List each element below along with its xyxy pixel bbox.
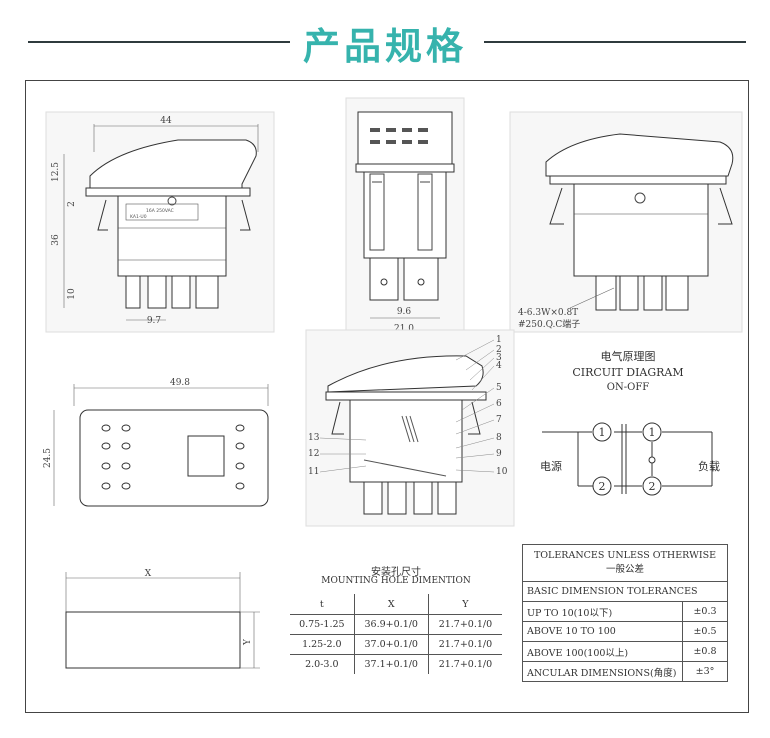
right-terminal-note-1: 4-6.3W×0.8T — [518, 308, 578, 318]
circuit-terminal-r2: 2 — [649, 480, 656, 493]
circuit-subtitle: ON-OFF — [607, 382, 649, 393]
table-header-row: t X Y — [290, 594, 502, 615]
side-dim-cut: 21.0 — [394, 324, 414, 334]
cutout-label-y: Y — [243, 638, 253, 646]
table-cell: 21.7+0.1/0 — [427, 614, 502, 635]
header-rule-right — [484, 41, 746, 43]
front-dim-h4: 10 — [67, 288, 77, 300]
section-callout-13: 13 — [308, 433, 320, 443]
page-title: 产品规格 — [303, 25, 467, 68]
right-terminal-note-2: #250.Q.C端子 — [518, 318, 580, 330]
table-cell: 37.1+0.1/0 — [353, 654, 429, 674]
table-cell: 21.7+0.1/0 — [427, 634, 502, 655]
section-callout-12: 12 — [308, 449, 319, 459]
mounting-hole-table: t X Y 0.75-1.25 36.9+0.1/0 21.7+0.1/0 1.… — [290, 594, 502, 674]
front-view-drawing: 44 16A 250VAC KA1-U0 12.5 2 36 10 9.7 — [45, 111, 275, 333]
circuit-label-source: 电源 — [540, 459, 562, 473]
table-cell: 0.75-1.25 — [290, 614, 355, 635]
top-dim-height: 24.5 — [43, 448, 53, 468]
table-cell: ANCULAR DIMENSIONS(角度) — [522, 661, 683, 682]
front-dim-bottom: 9.7 — [147, 316, 162, 326]
table-cell: 36.9+0.1/0 — [353, 614, 429, 635]
section-callout-4: 4 — [496, 361, 502, 371]
front-dim-h1: 12.5 — [51, 162, 61, 182]
mounting-col-y: Y — [427, 594, 502, 615]
tolerances-title-en: TOLERANCES UNLESS OTHERWISE — [533, 550, 717, 561]
section-callout-5: 5 — [496, 383, 502, 393]
table-row: ABOVE 10 TO 100 ±0.5 — [522, 621, 728, 642]
section-callout-3: 3 — [496, 353, 502, 363]
front-dim-h2: 2 — [67, 201, 77, 207]
tolerances-section: BASIC DIMENSION TOLERANCES — [522, 581, 728, 602]
side-view-drawing: 9.6 21.0 — [345, 97, 465, 334]
header-rule-left — [28, 41, 290, 43]
section-view-drawing: 1 2 3 4 5 6 7 8 9 10 13 12 11 — [305, 329, 515, 527]
section-callout-6: 6 — [496, 399, 502, 409]
cutout-drawing: X Y — [65, 569, 260, 669]
table-row: 0.75-1.25 36.9+0.1/0 21.7+0.1/0 — [290, 614, 502, 635]
front-dim-h3: 36 — [51, 234, 61, 246]
circuit-title-cn: 电气原理图 — [601, 349, 656, 363]
table-cell: 2.0-3.0 — [290, 654, 355, 674]
tolerances-title-cn: 一般公差 — [605, 564, 644, 575]
section-callout-8: 8 — [496, 433, 502, 443]
mounting-col-x: X — [353, 594, 429, 615]
right-view-drawing: 4-6.3W×0.8T #250.Q.C端子 — [509, 111, 743, 333]
table-row: 1.25-2.0 37.0+0.1/0 21.7+0.1/0 — [290, 634, 502, 655]
top-view-drawing: 49.8 24.5 — [43, 378, 269, 507]
cutout-label-x: X — [145, 569, 152, 579]
tolerances-table: TOLERANCES UNLESS OTHERWISE 一般公差 BASIC D… — [522, 544, 728, 682]
circuit-diagram: 电气原理图 CIRCUIT DIAGRAM ON-OFF 1 1 2 2 电源 … — [540, 349, 720, 496]
table-cell: 21.7+0.1/0 — [427, 654, 502, 674]
circuit-title-en: CIRCUIT DIAGRAM — [572, 366, 683, 379]
top-dim-width: 49.8 — [170, 378, 190, 388]
section-callout-9: 9 — [496, 449, 502, 459]
table-cell: ±0.3 — [682, 601, 728, 622]
table-cell: 37.0+0.1/0 — [353, 634, 429, 655]
section-callout-1: 1 — [496, 335, 502, 345]
table-row: UP TO 10(10以下) ±0.3 — [522, 601, 728, 622]
front-model: KA1-U0 — [130, 214, 147, 220]
section-callout-7: 7 — [496, 415, 502, 425]
mounting-title-cn: 安装孔尺寸 — [371, 567, 421, 578]
table-row: TOLERANCES UNLESS OTHERWISE 一般公差 — [522, 544, 728, 582]
table-cell: ±0.8 — [682, 641, 728, 662]
front-dim-width: 44 — [160, 116, 172, 126]
table-cell: ABOVE 10 TO 100 — [522, 621, 683, 642]
table-cell: ABOVE 100(100以上) — [522, 641, 683, 662]
mounting-title-en: MOUNTING HOLE DIMENTION — [321, 576, 471, 586]
table-cell: ±0.5 — [682, 621, 728, 642]
table-cell: ±3° — [682, 661, 728, 682]
table-row: BASIC DIMENSION TOLERANCES — [522, 581, 728, 602]
table-cell: 1.25-2.0 — [290, 634, 355, 655]
side-dim-bottom: 9.6 — [397, 307, 412, 317]
circuit-terminal-r1: 1 — [649, 426, 656, 439]
tolerances-title: TOLERANCES UNLESS OTHERWISE 一般公差 — [522, 544, 728, 582]
section-callout-11: 11 — [308, 467, 319, 477]
section-callout-10: 10 — [496, 467, 508, 477]
front-rating: 16A 250VAC — [146, 208, 174, 214]
table-cell: UP TO 10(10以下) — [522, 601, 683, 622]
circuit-terminal-l1: 1 — [599, 426, 606, 439]
circuit-terminal-l2: 2 — [599, 480, 606, 493]
table-row: ABOVE 100(100以上) ±0.8 — [522, 641, 728, 662]
section-callout-2: 2 — [496, 345, 502, 355]
circuit-label-load: 负载 — [698, 459, 720, 473]
table-row: ANCULAR DIMENSIONS(角度) ±3° — [522, 661, 728, 682]
table-row: 2.0-3.0 37.1+0.1/0 21.7+0.1/0 — [290, 654, 502, 674]
drawing-frame — [25, 80, 749, 713]
mounting-col-t: t — [290, 594, 355, 615]
